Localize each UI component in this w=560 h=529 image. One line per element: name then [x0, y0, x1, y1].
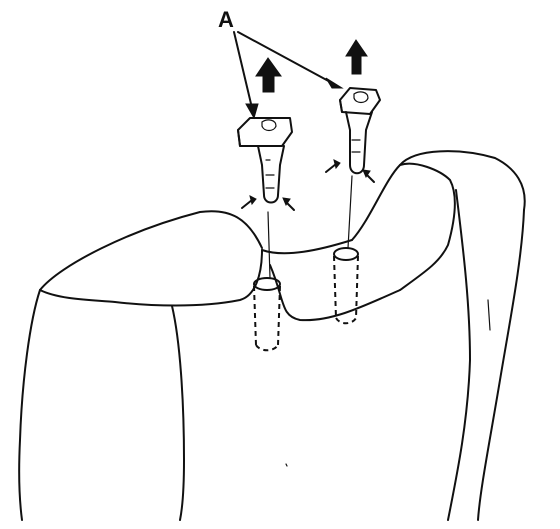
- headrest-guide-right: [339, 87, 381, 175]
- up-arrow-icon: [255, 57, 282, 93]
- mounting-hole-left: [253, 277, 281, 352]
- tab-arrow-icon: [241, 195, 257, 209]
- guide-line-right: [347, 175, 353, 249]
- tab-arrow-icon: [325, 159, 341, 173]
- guide-line-left: [267, 211, 271, 279]
- tab-arrow-icon: [282, 197, 295, 211]
- callout-leader-left: [233, 31, 259, 120]
- mounting-hole-right: [333, 247, 359, 325]
- up-arrow-icon: [345, 39, 368, 75]
- headrest-guide-left: [237, 117, 293, 204]
- seat-back: [18, 150, 526, 521]
- tab-arrow-icon: [362, 169, 375, 183]
- callout-label-a: A: [218, 7, 234, 32]
- callout-leader-right: [237, 31, 344, 89]
